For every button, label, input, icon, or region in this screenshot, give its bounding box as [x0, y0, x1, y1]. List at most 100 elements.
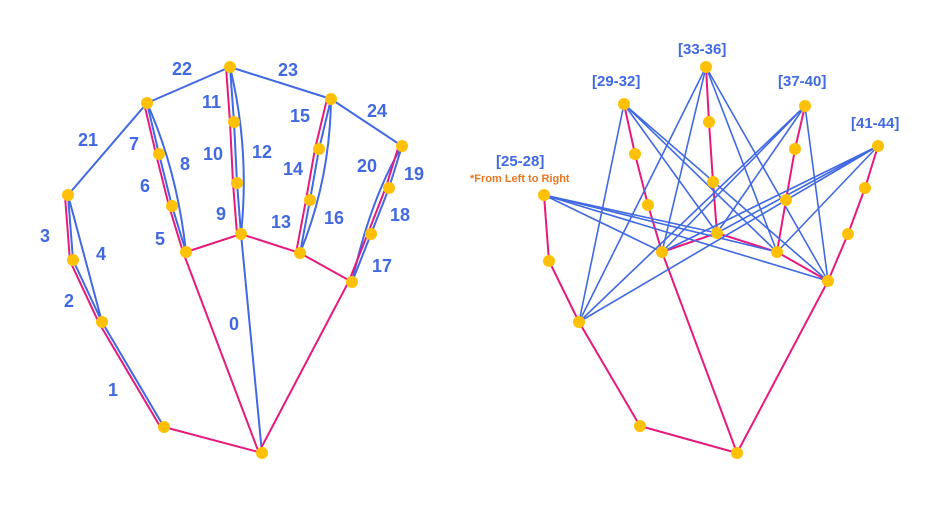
node — [634, 420, 646, 432]
edge-2 — [72, 259, 103, 323]
edge-9 — [236, 182, 242, 235]
node — [235, 228, 247, 240]
edge-24 — [330, 98, 403, 147]
node — [872, 140, 884, 152]
node — [153, 148, 165, 160]
node — [158, 421, 170, 433]
edge-label-19: 19 — [404, 164, 424, 184]
edge-label-10: 10 — [203, 144, 223, 164]
node — [538, 189, 550, 201]
node — [859, 182, 871, 194]
edge-10 — [233, 121, 238, 184]
edge-7 — [146, 102, 160, 155]
edge-label-3: 3 — [40, 226, 50, 246]
node — [629, 148, 641, 160]
edge-label-23: 23 — [278, 60, 298, 80]
node — [231, 177, 243, 189]
edge-22 — [146, 66, 231, 104]
right-group-labels: [25-28] [29-32] [33-36] [37-40] [41-44] — [496, 41, 899, 170]
edge-19 — [388, 145, 403, 189]
edge-label-11: 11 — [202, 92, 221, 112]
edge-label-1: 1 — [108, 380, 118, 400]
left-hand-graph: 0 1 2 3 4 5 6 7 8 9 10 11 12 13 14 15 16… — [40, 59, 424, 459]
edge-label-15: 15 — [290, 106, 310, 126]
group-label-25-28: [25-28] — [496, 153, 544, 170]
right-hand-graph: [25-28] [29-32] [33-36] [37-40] [41-44] … — [470, 41, 899, 459]
edge-label-6: 6 — [140, 176, 150, 196]
node — [618, 98, 630, 110]
node — [799, 100, 811, 112]
node — [543, 255, 555, 267]
node — [642, 199, 654, 211]
edge-11 — [229, 66, 235, 123]
node — [656, 246, 668, 258]
node — [700, 61, 712, 73]
edge-6 — [158, 153, 173, 207]
node — [346, 276, 358, 288]
node — [294, 247, 306, 259]
edge-4 — [67, 194, 103, 323]
group-label-41-44: [41-44] — [851, 115, 899, 132]
node — [707, 176, 719, 188]
node — [365, 228, 377, 240]
node — [96, 316, 108, 328]
node — [703, 116, 715, 128]
edge-label-8: 8 — [180, 154, 190, 174]
node — [383, 182, 395, 194]
edge-18 — [370, 187, 390, 235]
node — [780, 194, 792, 206]
edge-label-16: 16 — [324, 208, 344, 228]
node — [771, 246, 783, 258]
edge-label-13: 13 — [271, 212, 291, 232]
node — [67, 254, 79, 266]
edge-12 — [229, 66, 245, 235]
edge-label-2: 2 — [64, 291, 74, 311]
edge-label-14: 14 — [283, 159, 303, 179]
right-blue-edges — [543, 66, 879, 323]
edge-label-17: 17 — [372, 256, 392, 276]
node — [396, 140, 408, 152]
edge-14 — [309, 148, 320, 201]
edge-16 — [299, 98, 332, 254]
node — [822, 275, 834, 287]
edge-label-22: 22 — [172, 59, 192, 79]
node — [62, 189, 74, 201]
node — [256, 447, 268, 459]
edge-label-9: 9 — [216, 204, 226, 224]
edge-8 — [146, 102, 187, 253]
edge-17 — [351, 233, 372, 283]
node — [731, 447, 743, 459]
edge-21 — [67, 102, 148, 196]
edge-label-5: 5 — [155, 229, 165, 249]
edge-label-0: 0 — [229, 314, 239, 334]
node — [789, 143, 801, 155]
node — [573, 316, 585, 328]
edge-13 — [299, 199, 311, 254]
edge-label-24: 24 — [367, 101, 387, 121]
group-label-29-32: [29-32] — [592, 73, 640, 90]
edge-1 — [101, 321, 165, 428]
edge-5 — [171, 205, 187, 253]
group-label-37-40: [37-40] — [778, 73, 826, 90]
edge-23 — [229, 66, 332, 100]
order-note: *From Left to Right — [470, 173, 570, 185]
edge-label-12: 12 — [252, 142, 272, 162]
edge-15 — [318, 98, 332, 150]
edge-label-21: 21 — [78, 130, 98, 150]
edge-label-20: 20 — [357, 156, 377, 176]
group-label-33-36: [33-36] — [678, 41, 726, 58]
right-nodes — [538, 61, 884, 459]
edge-0 — [240, 233, 263, 454]
node — [325, 93, 337, 105]
edge-label-4: 4 — [96, 244, 106, 264]
node — [141, 97, 153, 109]
left-nodes — [62, 61, 408, 459]
node — [228, 116, 240, 128]
node — [166, 200, 178, 212]
left-edge-labels: 0 1 2 3 4 5 6 7 8 9 10 11 12 13 14 15 16… — [40, 59, 424, 400]
left-blue-edges — [67, 66, 403, 454]
edge-label-7: 7 — [129, 134, 139, 154]
node — [224, 61, 236, 73]
node — [180, 246, 192, 258]
